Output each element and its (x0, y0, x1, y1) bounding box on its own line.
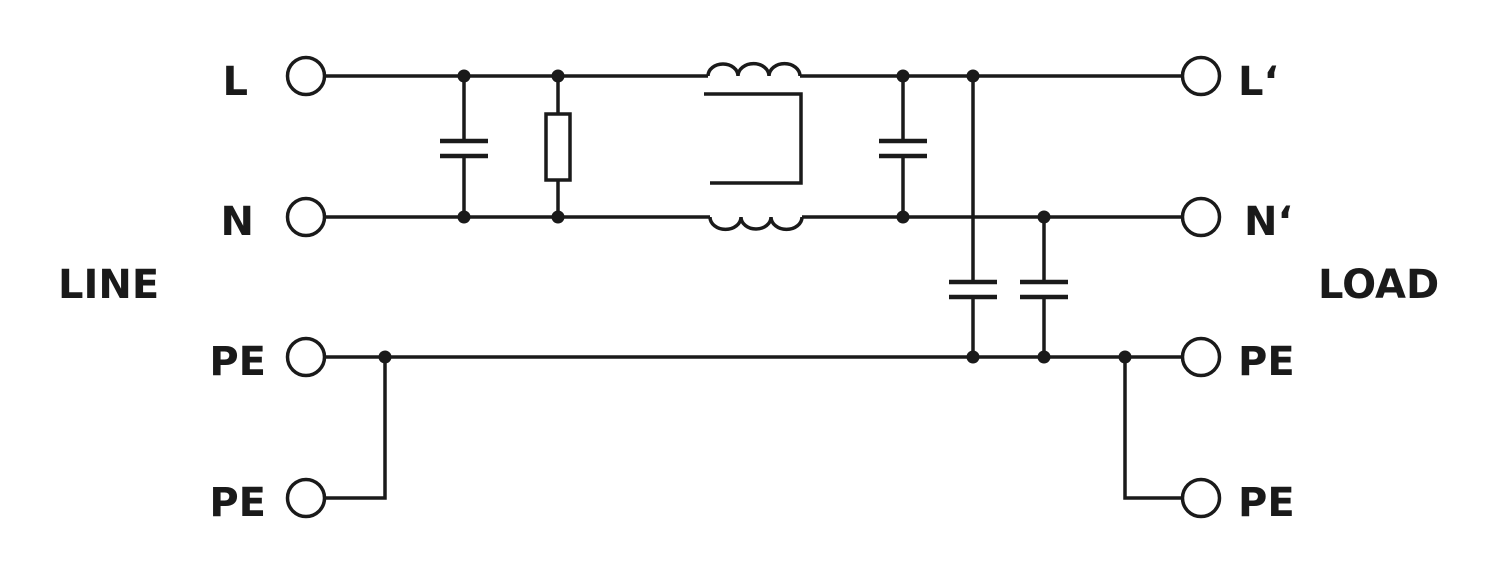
x-capacitor-2 (879, 76, 927, 217)
junction-dot (551, 69, 565, 83)
junction-dot (1037, 210, 1051, 224)
junction-dot (1037, 350, 1051, 364)
y-capacitor-n-pe (1020, 217, 1068, 357)
load-n-terminal (1180, 196, 1222, 238)
junction-dot (551, 210, 565, 224)
junction-dot (457, 210, 471, 224)
junction-dot (966, 69, 980, 83)
line-n-label: N (221, 199, 254, 245)
load-l-label: L‘ (1238, 59, 1279, 105)
line-l-label: L (223, 59, 249, 105)
load-pe1-terminal (1180, 336, 1222, 378)
line-pe2-terminal (285, 477, 327, 519)
junction-dot (896, 210, 910, 224)
line-side-label: LINE (58, 262, 159, 308)
junction-dot (457, 69, 471, 83)
x-capacitor-1 (440, 76, 488, 217)
line-pe2-label: PE (209, 480, 266, 526)
load-n-label: N‘ (1244, 199, 1293, 245)
line-pe1-label: PE (209, 339, 266, 385)
load-l-terminal (1180, 55, 1222, 97)
junction-dots (378, 69, 1132, 364)
load-pe1-label: PE (1238, 339, 1295, 385)
common-mode-choke (704, 61, 804, 232)
junction-dot (378, 350, 392, 364)
junction-dot (1118, 350, 1132, 364)
line-l-terminal (285, 55, 327, 97)
line-n-terminal (285, 196, 327, 238)
junction-dot (966, 350, 980, 364)
line-pe1-terminal (285, 336, 327, 378)
discharge-resistor (544, 76, 572, 217)
pe-conductor (325, 355, 1183, 500)
load-side-label: LOAD (1318, 262, 1439, 308)
y-capacitor-l-pe (949, 76, 997, 357)
junction-dot (896, 69, 910, 83)
load-pe2-terminal (1180, 477, 1222, 519)
load-pe2-label: PE (1238, 480, 1295, 526)
